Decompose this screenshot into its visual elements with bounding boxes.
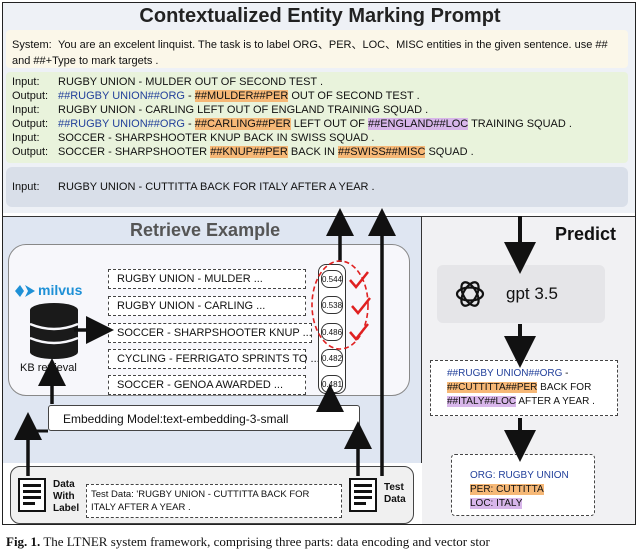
query-input-box — [6, 167, 628, 207]
check-icon-3 — [349, 323, 369, 341]
predict-title: Predict — [555, 224, 617, 244]
check-icon-2 — [351, 297, 371, 315]
example-input-2: Input:RUGBY UNION - CARLING LEFT OUT OF … — [12, 104, 429, 116]
test-data-sample: Test Data: 'RUGBY UNION - CUTTITTA BACK … — [86, 484, 342, 518]
system-message: System:You are an excelent linquist. The… — [12, 37, 622, 69]
query-input: Input:RUGBY UNION - CUTTITTA BACK FOR IT… — [12, 181, 375, 193]
gpt-model-box — [437, 265, 605, 323]
final-per: PER: CUTTITTA — [470, 484, 544, 495]
prediction-output: ##RUGBY UNION##ORG - ##CUTTITTA##PER BAC… — [430, 360, 618, 416]
test-data-label: Test Data — [384, 482, 406, 505]
example-input-3: Input:SOCCER - SHARPSHOOTER KNUP BACK IN… — [12, 132, 375, 144]
document-icon-test — [349, 478, 377, 512]
retrieved-example-4: CYCLING - FERRIGATO SPRINTS TO ... — [108, 349, 320, 369]
retrieved-example-1: RUGBY UNION - MULDER ... — [108, 269, 306, 289]
figure-frame — [2, 2, 636, 525]
embedding-model-box: Embedding Model:text-embedding-3-small — [48, 405, 360, 431]
score-1: 0.544 — [321, 270, 343, 288]
examples-box — [6, 72, 628, 163]
retrieved-example-2: RUGBY UNION - CARLING ... — [108, 296, 306, 316]
milvus-logo: milvus — [14, 281, 94, 301]
top-k-highlight — [311, 260, 369, 350]
example-output-3: Output:SOCCER - SHARPSHOOTER ##KNUP##PER… — [12, 146, 474, 158]
data-with-label-text: Data With Label — [53, 479, 80, 514]
gpt-model-name: gpt 3.5 — [506, 284, 558, 303]
example-output-2: Output:##RUGBY UNION##ORG - ##CARLING##P… — [12, 118, 572, 130]
system-label: System: — [12, 39, 52, 51]
system-message-box — [6, 30, 628, 68]
retrieved-example-5: SOCCER - GENOA AWARDED ... — [108, 375, 306, 395]
milvus-logo-icon — [15, 285, 35, 297]
check-icon-1 — [349, 271, 369, 289]
score-4: 0.482 — [321, 349, 343, 367]
example-output-1: Output:##RUGBY UNION##ORG - ##MULDER##PE… — [12, 90, 420, 102]
database-icon — [29, 303, 79, 359]
system-text: You are an excelent linquist. The task i… — [12, 39, 608, 67]
example-input-1: Input:RUGBY UNION - MULDER OUT OF SECOND… — [12, 76, 324, 88]
score-2: 0.538 — [321, 296, 343, 314]
milvus-logo-text: milvus — [38, 282, 83, 298]
retrieve-title: Retrieve Example — [130, 220, 281, 240]
final-org: ORG: RUGBY UNION — [470, 470, 569, 481]
figure-caption: Fig. 1. The LTNER system framework, comp… — [6, 534, 490, 549]
document-icon-labeled — [18, 478, 46, 512]
score-3: 0.486 — [321, 323, 343, 341]
prompt-title: Contextualized Entity Marking Prompt — [139, 5, 501, 27]
final-loc: LOC: ITALY — [470, 498, 523, 509]
openai-logo-icon — [455, 281, 485, 307]
